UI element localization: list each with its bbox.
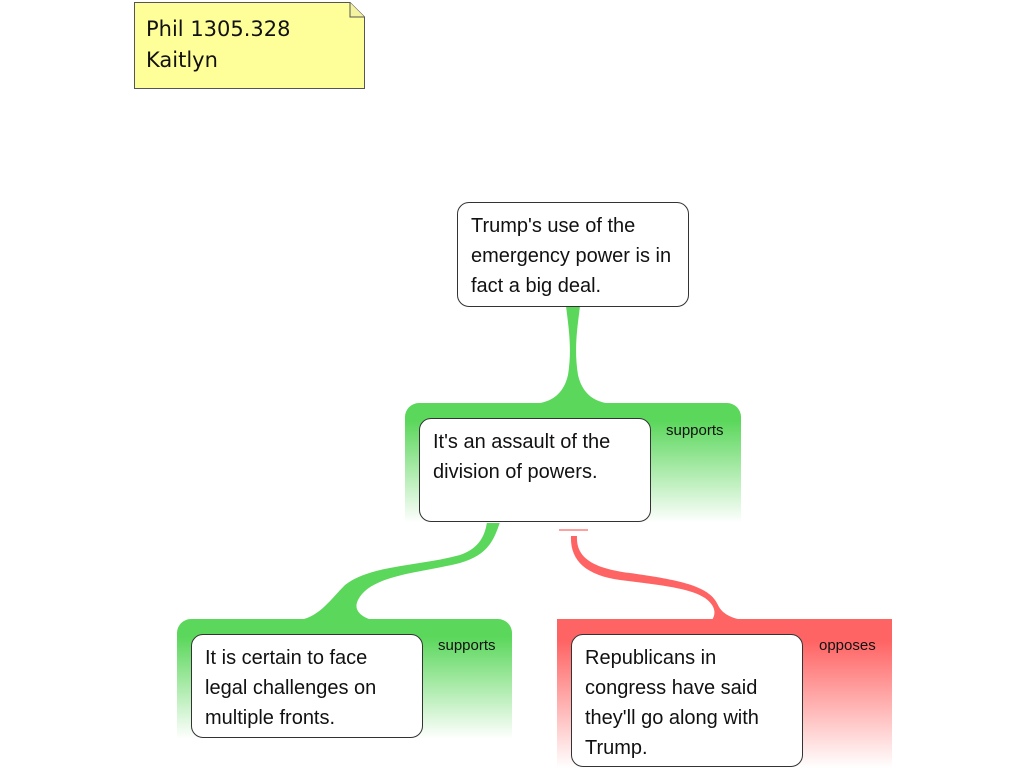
connector-reason-1-to-reason-2	[300, 522, 500, 620]
sticky-note[interactable]: Phil 1305.328 Kaitlyn	[134, 2, 365, 89]
reason-3-box[interactable]: Republicans in congress have said they'l…	[571, 634, 803, 767]
connector-reason-1-to-reason-3	[570, 536, 742, 620]
main-claim-text: Trump's use of the emergency power is in…	[471, 215, 672, 297]
reason-1-text: It's an assault of the division of power…	[433, 431, 611, 483]
reason-2-text: It is certain to face legal challenges o…	[205, 647, 377, 729]
note-line-2: Kaitlyn	[146, 48, 218, 72]
reason-2-relation-label: supports	[438, 637, 496, 654]
note-line-1: Phil 1305.328	[146, 17, 291, 41]
reason-3-relation-label: opposes	[819, 637, 876, 654]
main-claim-box[interactable]: Trump's use of the emergency power is in…	[457, 202, 689, 307]
reason-3-text: Republicans in congress have said they'l…	[585, 647, 759, 759]
folded-corner-icon	[349, 2, 365, 18]
reason-2-box[interactable]: It is certain to face legal challenges o…	[191, 634, 423, 738]
reason-1-box[interactable]: It's an assault of the division of power…	[419, 418, 651, 522]
note-text: Phil 1305.328 Kaitlyn	[146, 14, 291, 76]
connector-main-to-reason-1	[534, 306, 612, 404]
reason-1-relation-label: supports	[666, 422, 724, 439]
note-shape	[134, 2, 365, 89]
